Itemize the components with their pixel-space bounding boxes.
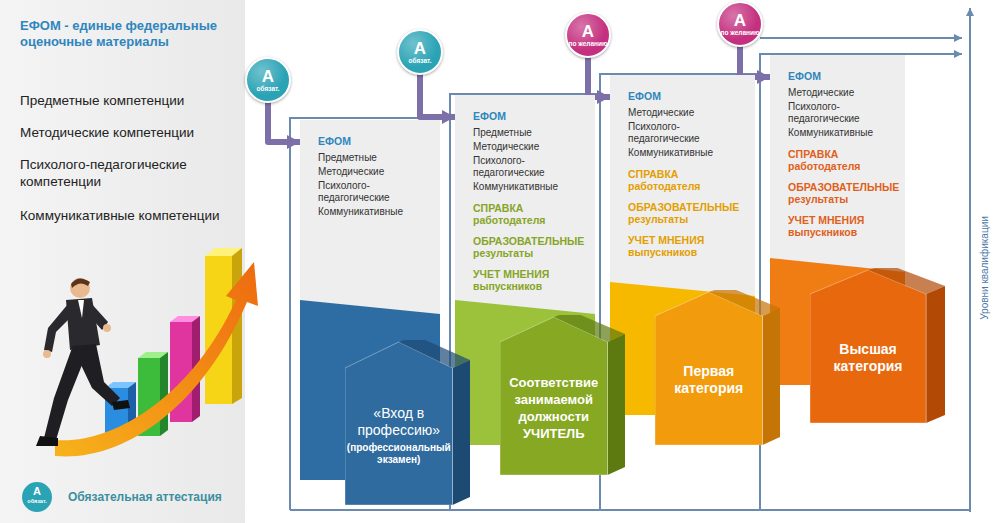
competence-item: Психолого-педагогические bbox=[788, 101, 897, 125]
efom-heading: ЕФОМ bbox=[788, 70, 897, 82]
criterion-item: ОБРАЗОВАТЕЛЬНЫЕ результаты bbox=[473, 235, 587, 259]
category-block-side bbox=[608, 334, 626, 475]
category-block: Соответствие занимаемой должности УЧИТЕЛ… bbox=[500, 315, 625, 475]
competence-item: Коммуникативные bbox=[318, 206, 432, 218]
competence-item: Коммуникативные компетенции bbox=[20, 208, 225, 225]
criterion-item: УЧЕТ МНЕНИЯ выпускников bbox=[628, 234, 747, 258]
category-block-roof bbox=[709, 290, 780, 316]
attestation-mode: обязат. bbox=[257, 85, 280, 92]
legend-icon-letter: А bbox=[22, 485, 52, 497]
category-note: (профессиональный экзамен) bbox=[347, 442, 451, 466]
criterion-item: СПРАВКА работодателя bbox=[628, 168, 747, 192]
attestation-arrow bbox=[740, 45, 770, 77]
category-block-side bbox=[453, 360, 471, 505]
competence-item: Коммуникативные bbox=[628, 147, 747, 159]
attestation-mode: по желанию bbox=[568, 40, 607, 47]
competence-item: Психолого-педагогические компетенции bbox=[20, 157, 225, 191]
attestation-circle: Апо желанию bbox=[717, 1, 763, 47]
panel-text-column: ЕФОМ МетодическиеПсихолого-педагогические… bbox=[770, 55, 905, 238]
competence-item: Коммуникативные bbox=[473, 181, 587, 193]
category-block-side bbox=[763, 308, 781, 445]
attestation-arrow bbox=[268, 101, 300, 142]
axis-label: Уровни квалификации bbox=[979, 173, 991, 363]
category-block-roof bbox=[868, 268, 945, 294]
category-title: Соответствие занимаемой должности УЧИТЕЛ… bbox=[508, 374, 600, 442]
attestation-letter: А bbox=[734, 12, 746, 29]
legend-icon-note: обязат. bbox=[22, 498, 52, 504]
criterion-item: СПРАВКА работодателя bbox=[473, 202, 587, 226]
criterion-item: ОБРАЗОВАТЕЛЬНЫЕ результаты bbox=[628, 201, 747, 225]
category-title: Первая категория bbox=[663, 363, 755, 397]
competence-item: Методические bbox=[788, 87, 897, 99]
category-text: «Вход в профессию»(профессиональный экза… bbox=[353, 372, 445, 499]
competence-item: Психолого-педагогические bbox=[318, 180, 432, 204]
competence-item: Методические bbox=[628, 107, 747, 119]
panel-text-column: ЕФОМ ПредметныеМетодическиеПсихолого-педа… bbox=[300, 120, 440, 218]
category-block: Первая категория bbox=[655, 290, 780, 445]
category-block-face bbox=[810, 270, 926, 423]
category-block-side bbox=[926, 286, 945, 423]
attestation-arrow bbox=[420, 73, 455, 117]
competence-item: Предметные компетенции bbox=[20, 93, 225, 110]
category-title: «Вход в профессию» bbox=[353, 405, 445, 439]
category-block-face bbox=[500, 317, 608, 475]
criterion-item: ОБРАЗОВАТЕЛЬНЫЕ результаты bbox=[788, 181, 897, 205]
category-block: «Вход в профессию» (профессиональный экза… bbox=[345, 340, 470, 505]
qualification-lines bbox=[290, 8, 970, 512]
efom-heading: ЕФОМ bbox=[318, 135, 432, 147]
efom-heading: ЕФОМ bbox=[473, 110, 587, 122]
attestation-mode: обязат. bbox=[409, 57, 432, 64]
criterion-item: УЧЕТ МНЕНИЯ выпускников bbox=[473, 268, 587, 292]
competence-item: Предметные bbox=[473, 127, 587, 139]
running-man-illustration bbox=[36, 278, 130, 446]
category-block-face bbox=[655, 292, 763, 445]
competence-item: Коммуникативные bbox=[788, 127, 897, 139]
criterion-item: УЧЕТ МНЕНИЯ выпускников bbox=[788, 214, 897, 238]
attestation-letter: А bbox=[414, 40, 426, 57]
efom-heading: ЕФОМ bbox=[628, 90, 747, 102]
competence-item: Методические компетенции bbox=[20, 125, 225, 142]
competence-item: Психолого-педагогические bbox=[628, 121, 747, 145]
panel-text-column: ЕФОМ МетодическиеПсихолого-педагогические… bbox=[610, 75, 755, 258]
competence-item: Психолого-педагогические bbox=[473, 155, 587, 179]
left-panel-ground bbox=[0, 0, 245, 523]
info-panel: ЕФОМ - единые федеральные оценочные мате… bbox=[0, 0, 245, 523]
category-text: Соответствие занимаемой должности УЧИТЕЛ… bbox=[508, 346, 600, 469]
attestation-circle: Аобязат. bbox=[245, 57, 291, 103]
competence-item: Методические bbox=[473, 141, 587, 153]
category-block: Высшая категория bbox=[810, 268, 945, 423]
legend-icon-circle bbox=[22, 482, 52, 512]
category-title: Высшая категория bbox=[818, 341, 918, 375]
attestation-circle: Аобязат. bbox=[397, 29, 443, 75]
criterion-item: СПРАВКА работодателя bbox=[788, 148, 897, 172]
panel-title: ЕФОМ - единые федеральные оценочные мате… bbox=[20, 18, 225, 51]
attestation-letter: А bbox=[262, 68, 274, 85]
category-text: Первая категория bbox=[663, 320, 755, 439]
legend-text: Обязательная аттестация bbox=[68, 490, 222, 504]
competence-item: Методические bbox=[318, 166, 432, 178]
attestation-arrow bbox=[588, 56, 610, 97]
panel-text-column: ЕФОМ ПредметныеМетодическиеПсихолого-педа… bbox=[455, 95, 595, 292]
category-block-face bbox=[345, 342, 453, 505]
category-text: Высшая категория bbox=[818, 298, 918, 417]
attestation-circle: Апо желанию bbox=[565, 12, 611, 58]
attestation-letter: А bbox=[582, 23, 594, 40]
attestation-mode: по желанию bbox=[720, 29, 759, 36]
competence-item: Предметные bbox=[318, 152, 432, 164]
